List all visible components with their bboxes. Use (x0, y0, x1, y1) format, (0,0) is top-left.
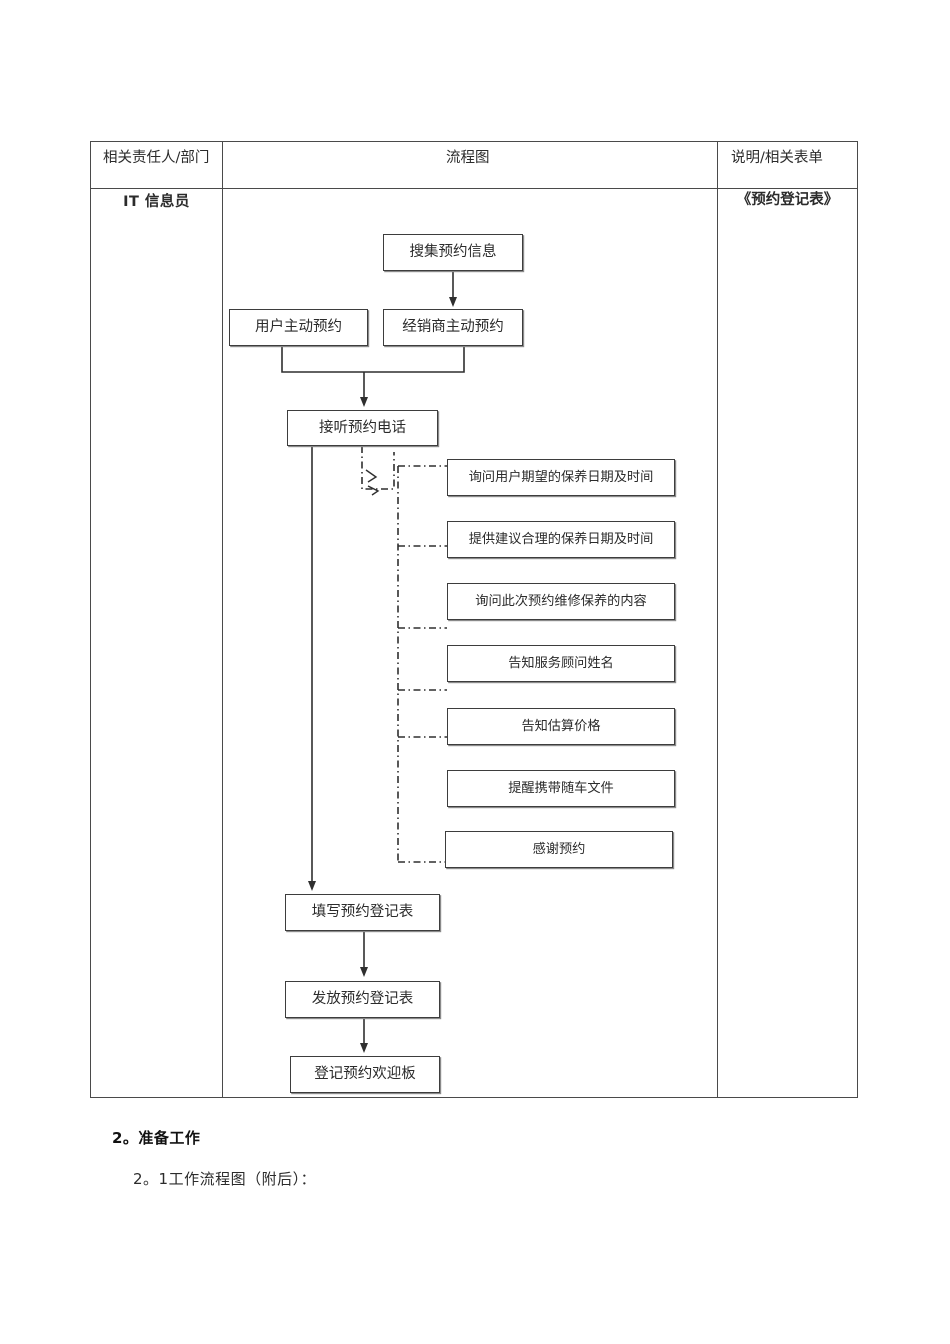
footer-heading: 2。准备工作 (112, 1129, 201, 1147)
table-header-flowchart: 流程图 (446, 150, 490, 166)
flow-node-ask-content[interactable]: 询问此次预约维修保养的内容 (447, 583, 675, 620)
flow-node-user-init[interactable]: 用户主动预约 (229, 309, 368, 346)
flow-node-tell-price[interactable]: 告知估算价格 (447, 708, 675, 745)
flow-node-ask-date[interactable]: 询问用户期望的保养日期及时间 (447, 459, 675, 496)
flow-node-welcome-board[interactable]: 登记预约欢迎板 (290, 1056, 440, 1093)
flow-node-answer-call[interactable]: 接听预约电话 (287, 410, 438, 446)
flow-node-collect[interactable]: 搜集预约信息 (383, 234, 523, 271)
table-cell-role: IT 信息员 (123, 194, 190, 210)
flow-node-issue-form[interactable]: 发放预约登记表 (285, 981, 440, 1018)
table-column-divider-1 (222, 142, 223, 1097)
flow-node-remind-docs[interactable]: 提醒携带随车文件 (447, 770, 675, 807)
flow-node-suggest-date[interactable]: 提供建议合理的保养日期及时间 (447, 521, 675, 558)
table-column-divider-2 (717, 142, 718, 1097)
flow-node-fill-form[interactable]: 填写预约登记表 (285, 894, 440, 931)
flow-node-dealer-init[interactable]: 经销商主动预约 (383, 309, 523, 346)
table-header-responsible: 相关责任人/部门 (103, 150, 210, 166)
table-header-divider (91, 188, 857, 189)
footer-subheading: 2。1工作流程图（附后）： (133, 1170, 317, 1188)
table-cell-form: 《预约登记表》 (736, 192, 839, 208)
table-header-note: 说明/相关表单 (731, 150, 823, 166)
process-table: 相关责任人/部门 流程图 说明/相关表单 IT 信息员 《预约登记表》 (90, 141, 858, 1098)
flow-node-tell-advisor[interactable]: 告知服务顾问姓名 (447, 645, 675, 682)
flow-node-thank-you[interactable]: 感谢预约 (445, 831, 673, 868)
